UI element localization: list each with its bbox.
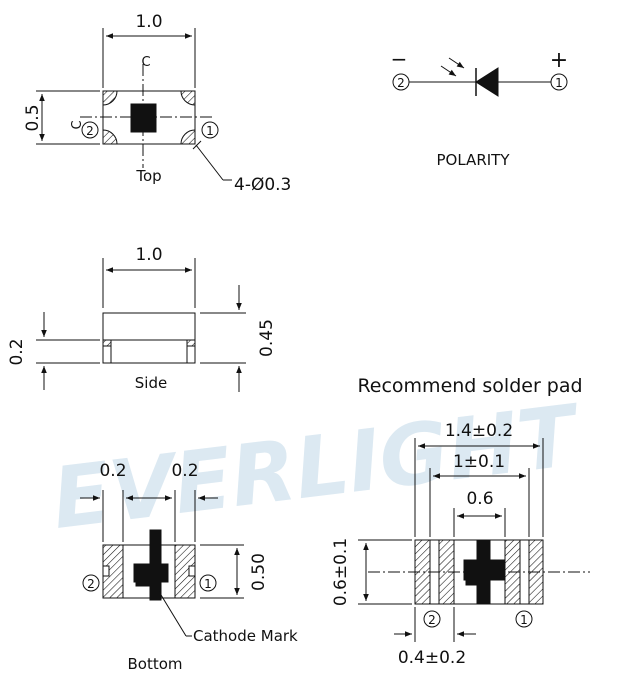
- top-view: [36, 28, 232, 181]
- polarity-pin-1: 1: [555, 76, 563, 90]
- bottom-height-dim: 0.50: [249, 553, 269, 591]
- light-ray-icon: [448, 57, 465, 69]
- solder-inner-width-dim: 1±0.1: [453, 452, 505, 472]
- top-pin-2-label: 2: [86, 124, 94, 138]
- bottom-pin-2-label: 2: [87, 577, 95, 591]
- polarity-label: POLARITY: [437, 151, 511, 169]
- bottom-view: [80, 490, 244, 637]
- solder-pad-width-dim: 0.4±0.2: [398, 648, 466, 668]
- side-view-label: Side: [135, 374, 167, 392]
- cathode-mark-label: Cathode Mark: [193, 627, 298, 645]
- top-corner-hole: [180, 129, 196, 145]
- side-width-dim: 1.0: [135, 245, 162, 265]
- solder-pin-2-label: 2: [428, 613, 436, 627]
- top-pin-1-label: 1: [206, 124, 214, 138]
- top-corner-hole: [102, 90, 118, 106]
- polarity-minus: −: [391, 47, 408, 71]
- side-body: [102, 312, 196, 364]
- bottom-left-pad-dim: 0.2: [99, 461, 126, 481]
- hole-callout: 4-Ø0.3: [234, 175, 291, 195]
- top-centerline-mark: C: [141, 55, 150, 70]
- side-pad-dim: 0.2: [7, 338, 27, 365]
- led-diode-icon: [475, 67, 499, 97]
- solder-pad-layout: [358, 438, 590, 642]
- top-corner-hole: [180, 90, 196, 106]
- side-view: [36, 258, 246, 392]
- bottom-right-pad-dim: 0.2: [171, 461, 198, 481]
- solder-pad-title: Recommend solder pad: [357, 375, 582, 397]
- solder-center-width-dim: 0.6: [466, 489, 493, 509]
- solder-overall-width-dim: 1.4±0.2: [445, 421, 513, 441]
- polarity-plus: +: [550, 48, 568, 73]
- solder-height-dim: 0.6±0.1: [331, 538, 351, 606]
- top-width-dim: 1.0: [135, 12, 162, 32]
- top-corner-hole: [102, 129, 118, 145]
- watermark-text: EVERLIGHT: [47, 386, 586, 548]
- solder-pin-1-label: 1: [520, 613, 528, 627]
- top-centerline-mark: C: [70, 120, 85, 129]
- polarity-symbol: [392, 57, 568, 97]
- bottom-view-label: Bottom: [127, 655, 182, 673]
- side-height-dim: 0.45: [257, 319, 277, 357]
- polarity-pin-2: 2: [397, 76, 405, 90]
- top-view-label: Top: [135, 167, 161, 185]
- bottom-pin-1-label: 1: [204, 577, 212, 591]
- light-ray-icon: [440, 65, 457, 77]
- top-height-dim: 0.5: [23, 104, 43, 131]
